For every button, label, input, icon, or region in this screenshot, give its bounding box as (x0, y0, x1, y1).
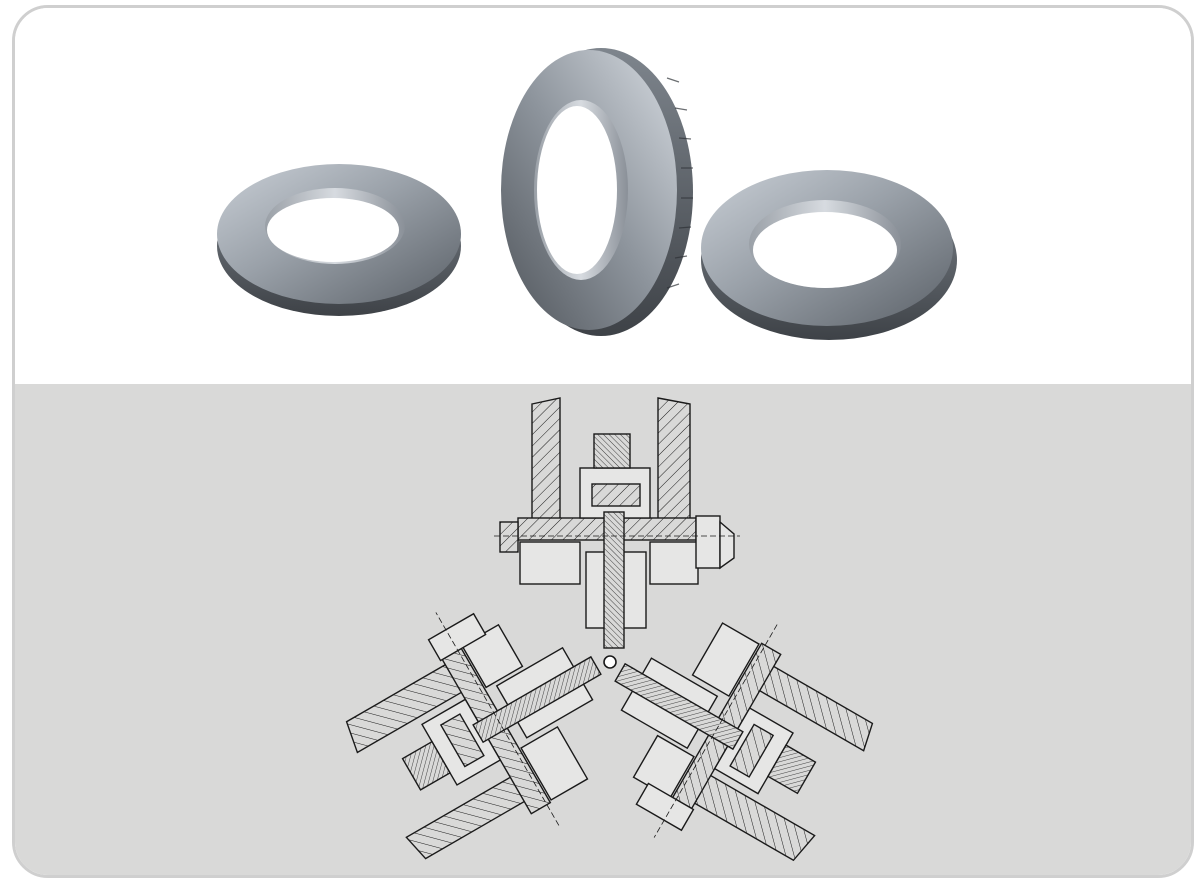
photo-panel (15, 8, 1191, 384)
roll-assembly-left (614, 622, 874, 862)
roller-ring-right (701, 170, 957, 340)
roll-assembly-drawing (345, 397, 874, 862)
roll-pass-center (603, 655, 617, 669)
rings-illustration (217, 48, 957, 340)
roller-ring-left (217, 164, 461, 316)
roller-ring-center (501, 48, 693, 336)
roll-assembly-right (345, 612, 602, 860)
drawing-panel (15, 384, 1191, 875)
roll-assembly-top (494, 397, 740, 649)
figure-frame (12, 5, 1194, 878)
